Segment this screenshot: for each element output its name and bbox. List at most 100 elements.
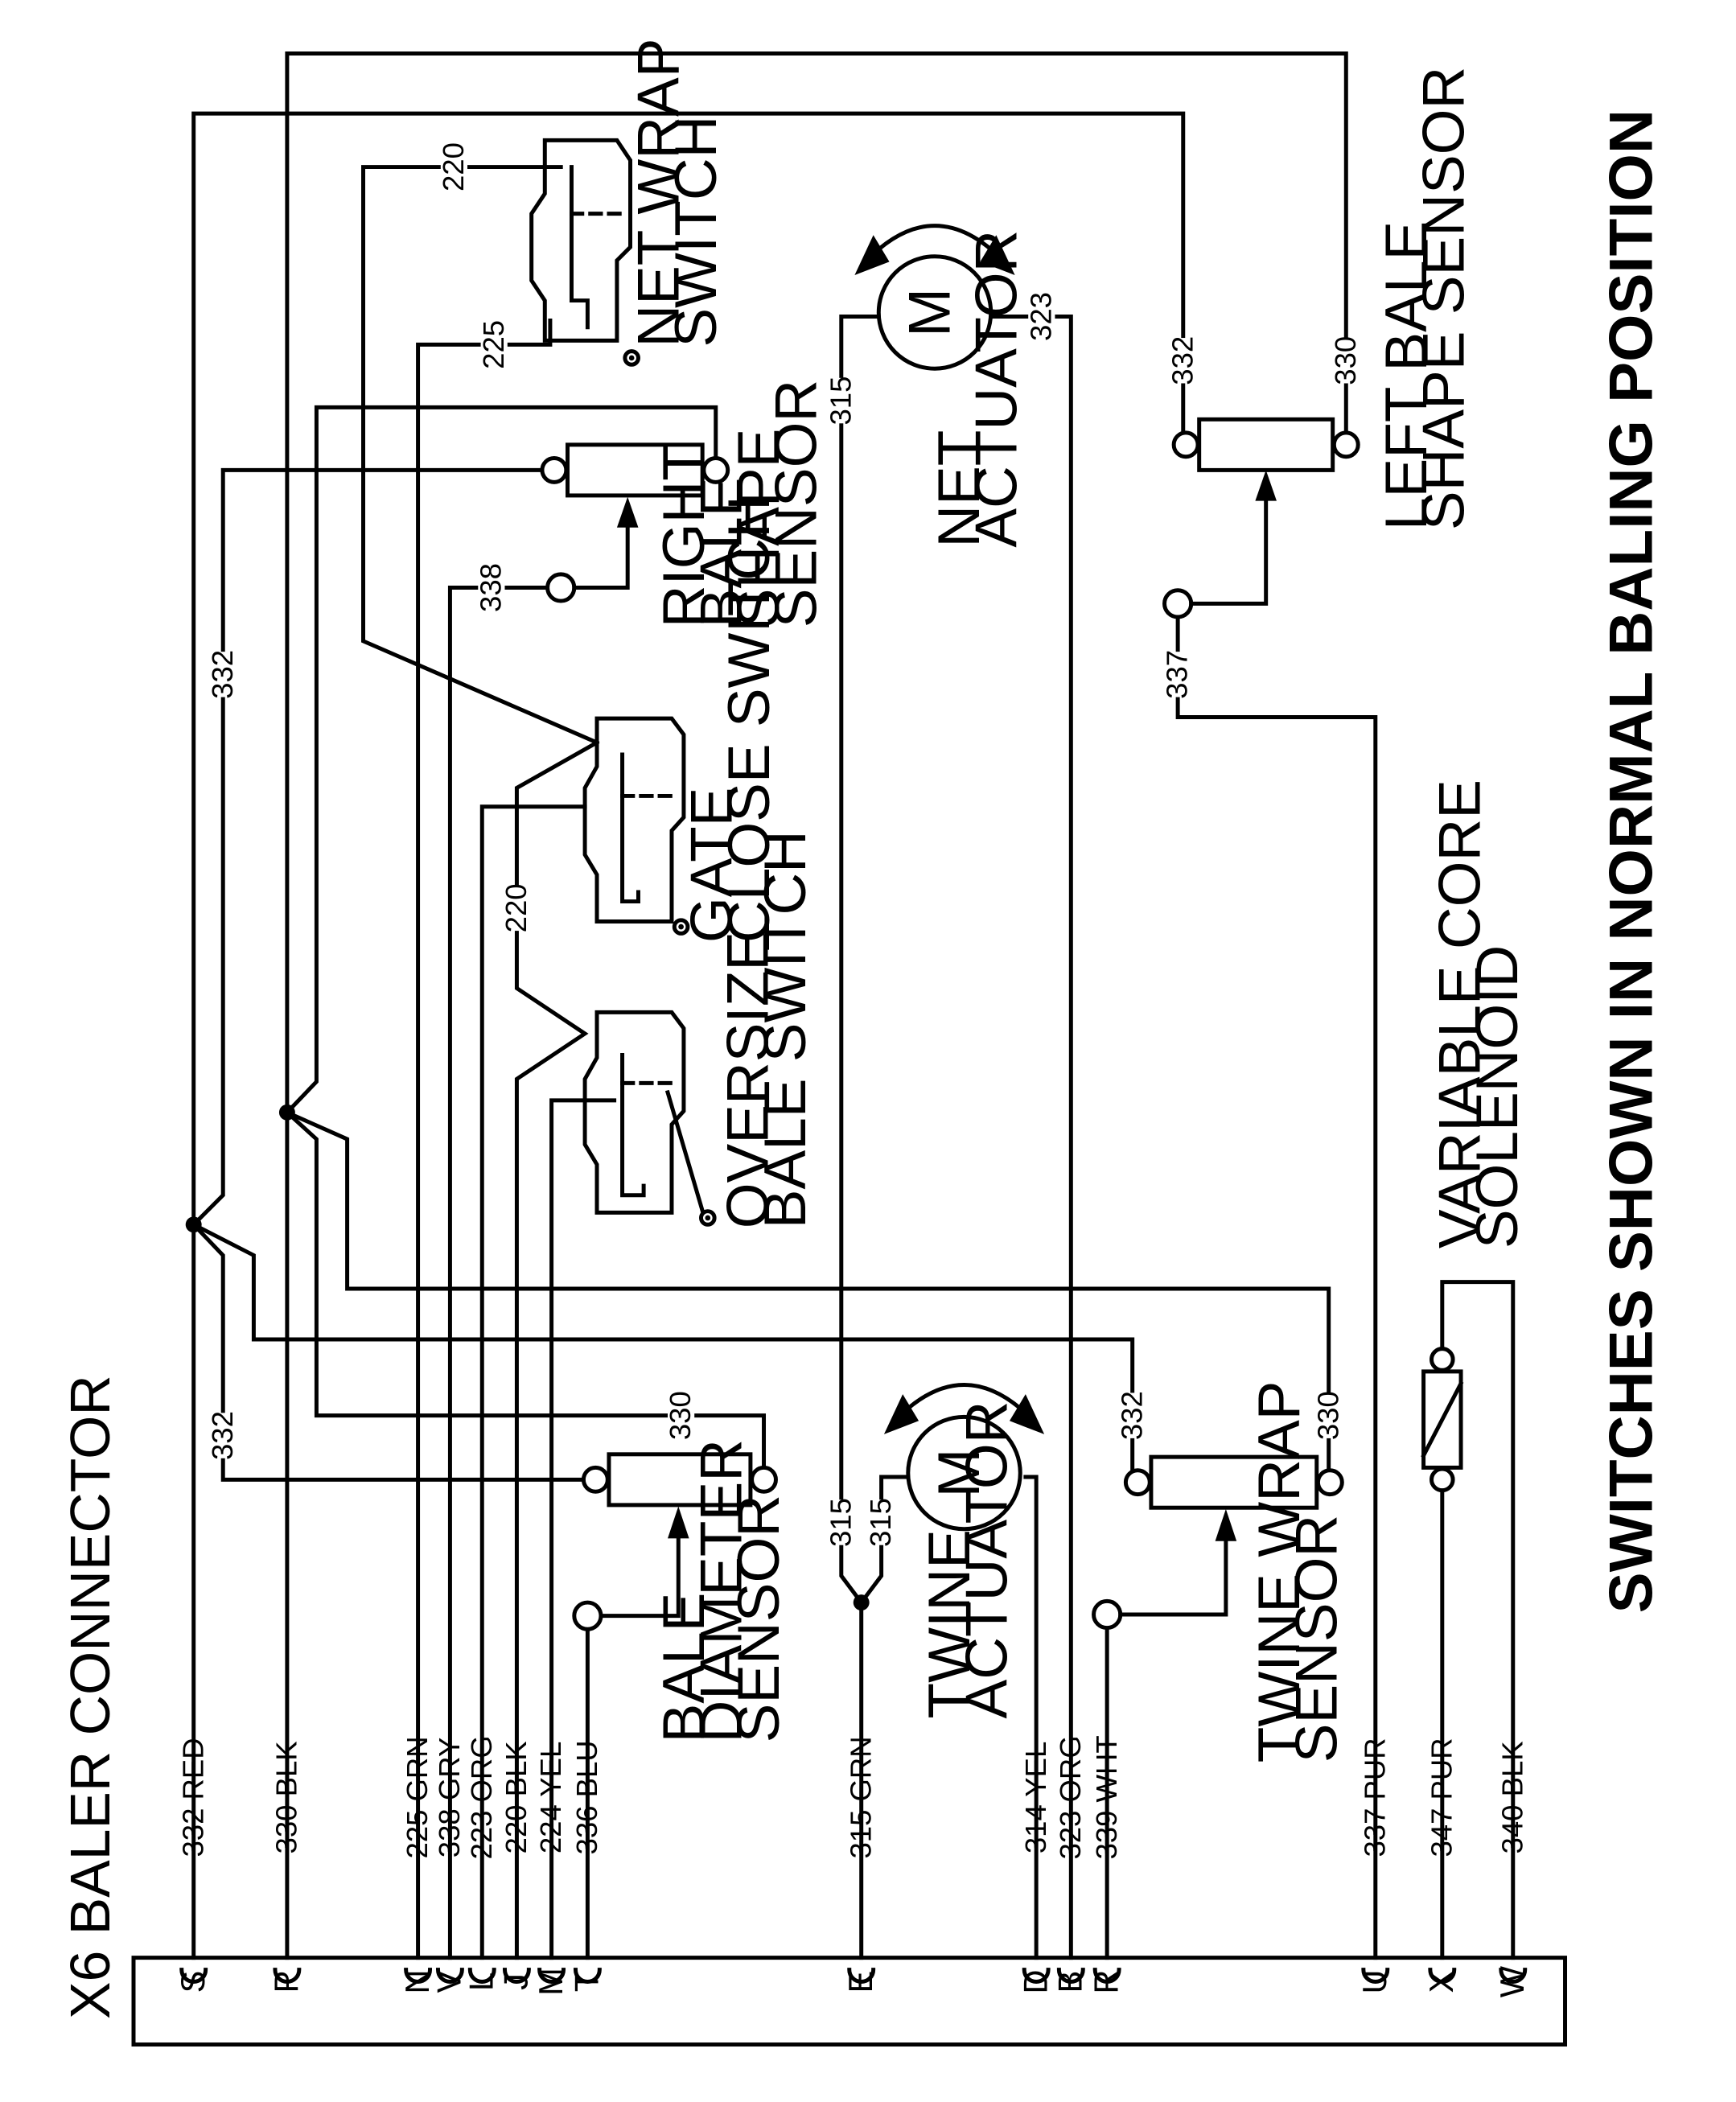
connector-pin-b: B <box>1051 1968 1089 1993</box>
wire-340 <box>1440 1280 1516 1960</box>
connector-pin-n: N <box>398 1968 436 1994</box>
connector-pin-s: S <box>174 1968 212 1993</box>
wire-332-top <box>191 111 1186 1960</box>
component-label-line: SENSOR <box>726 1495 792 1742</box>
wire-338 <box>447 585 550 1960</box>
splice-315 <box>853 1594 870 1611</box>
motor-symbol: M <box>897 288 962 337</box>
wire-223 <box>479 804 587 1960</box>
gate-close-switch <box>582 716 690 936</box>
wire-label-w225: 225 <box>477 320 510 369</box>
pin-letter: R <box>1087 1970 1125 1994</box>
splice-330 <box>278 1104 295 1121</box>
pin-letter: J <box>497 1973 535 1990</box>
pin-letter: P <box>267 1971 305 1993</box>
component-label-line: SOLENOID <box>1465 945 1530 1248</box>
wire-label-w220_top: 220 <box>437 142 470 191</box>
pin-letter: U <box>1355 1970 1393 1994</box>
component-label-line: NET <box>927 430 992 548</box>
component-label-line: ACTUATOR <box>964 230 1029 548</box>
wire-332-twine-wrap <box>191 1221 1135 1482</box>
component-label-line: SHAPE SENSOR <box>1411 67 1476 530</box>
twine-actuator-motor <box>883 1383 1045 1532</box>
variable-core-solenoid <box>1421 1347 1464 1493</box>
component-label-line: DIAMETER <box>689 1439 754 1742</box>
component-label-line: BALE SWITCH <box>753 830 818 1228</box>
net-wrap-switch <box>529 138 640 367</box>
component-labels: NET WRAPSWITCHRIGHTBALESHAPESENSORGATECL… <box>626 39 1529 1763</box>
component-label-line: BALE <box>689 478 754 628</box>
connector-pin-e: E <box>841 1968 879 1993</box>
connector-pin-x: X <box>1422 1968 1460 1993</box>
pin-letter: W <box>1493 1965 1531 1997</box>
component-label-line: NET WRAP <box>626 39 691 348</box>
pin-letter: L <box>463 1972 500 1991</box>
connector-pin-m: M <box>532 1968 570 1996</box>
wire-224 <box>549 1098 617 1960</box>
connector-pin-r: R <box>1087 1968 1125 1994</box>
component-label-line: CLOSE SWITCH <box>717 496 782 943</box>
wire-315-net-actuator <box>839 315 884 1606</box>
splice-332 <box>185 1216 202 1233</box>
motor-symbol: M <box>927 1449 992 1498</box>
bale-diameter-sensor <box>572 1452 778 1631</box>
connector-housing <box>131 1956 1568 2047</box>
component-label-line: SWITCH <box>664 116 729 348</box>
wire-label-w323: 323 <box>1024 292 1057 341</box>
component-label-line: SHAPE <box>726 429 792 628</box>
connector-pin-p: P <box>267 1968 305 1993</box>
wire-label-w330_left: 330 <box>1329 336 1362 385</box>
component-label-line: TWINE <box>917 1529 982 1718</box>
wire-label-w330_bd: 330 <box>664 1391 697 1440</box>
oversize-bale-switch <box>582 1010 717 1227</box>
wire-220-mid <box>514 739 600 1960</box>
pin-letter: V <box>430 1970 468 1993</box>
connector-pin-t: T <box>568 1968 606 1992</box>
wire-label-w220_mid: 220 <box>500 883 533 932</box>
wire-label-w315_b: 315 <box>864 1498 897 1547</box>
wire-label-w332_left: 332 <box>1166 336 1199 385</box>
connector-pin-l: L <box>463 1968 500 1991</box>
pin-letter: X <box>1422 1971 1460 1993</box>
pin-letter: S <box>174 1971 212 1993</box>
pin-letter: M <box>532 1968 570 1996</box>
connector-pin-j: J <box>497 1968 535 1990</box>
wire-label-w338: 338 <box>475 563 508 612</box>
pin-letter: N <box>398 1970 436 1994</box>
wire-label-w332_tw: 332 <box>1115 1391 1148 1440</box>
pin-letter: B <box>1051 1971 1089 1993</box>
wire-330-twine-wrap <box>284 1109 1331 1482</box>
wire-label-w315_top: 315 <box>824 376 857 426</box>
wire-314 <box>1023 1475 1039 1960</box>
component-label-line: LEFT BALE <box>1374 221 1439 530</box>
wire-330-bale-diameter <box>284 1109 767 1482</box>
wire-220-top <box>361 165 600 746</box>
wire-330-top <box>285 51 1348 1960</box>
wire-332-bale-diameter <box>191 1221 590 1482</box>
component-label-line: TWINE WRAP <box>1247 1381 1312 1763</box>
component-label-line: OVERSIZE <box>716 932 781 1228</box>
pin-letter: T <box>568 1972 606 1992</box>
wire-label-w332_bd: 332 <box>206 1411 239 1460</box>
component-label-line: RIGHT <box>652 445 717 627</box>
component-label-line: BALE <box>652 1593 717 1743</box>
component-label-line: SENSOR <box>763 380 829 627</box>
pin-letter: D <box>1016 1970 1054 1994</box>
wire-323 <box>989 315 1073 1960</box>
component-label-line: ACTUATOR <box>955 1401 1020 1719</box>
wire-330-right-bale <box>284 405 718 1116</box>
connector-pin-v: V <box>430 1968 468 1993</box>
connector-title: X6 BALER CONNECTOR <box>59 1375 121 2019</box>
